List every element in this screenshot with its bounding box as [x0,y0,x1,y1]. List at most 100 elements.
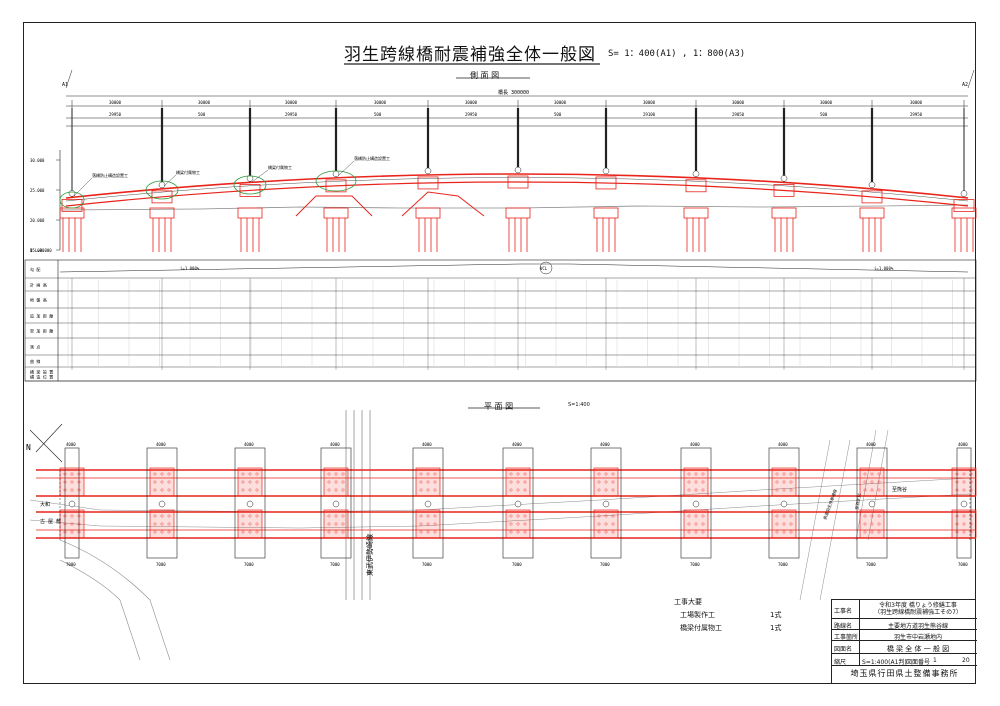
tb-project: 工事名 令和3年度 橋りょう修繕工事 （羽生跨線橋耐震補強工その7） [832,600,977,619]
footing [323,207,349,219]
plan-dim-bottom: 7000 [512,562,522,567]
rail-bracing-right [401,191,485,217]
plan-anchor [694,480,698,484]
plan-anchor [426,530,430,534]
plan-pier-number [158,500,166,508]
left-area-label: 大和 [40,501,50,508]
plan-anchor [433,522,437,526]
plan-anchor [419,488,423,492]
plan-anchor [327,472,331,476]
plan-anchor [419,522,423,526]
plan-anchor [241,480,245,484]
ground-line [59,204,969,211]
span-split-label: 500 [554,112,562,117]
plan-anchor [877,522,881,526]
plan-anchor [70,514,74,518]
plan-anchor [701,522,705,526]
plan-anchor [241,530,245,534]
footing [951,207,977,219]
plan-anchor [694,514,698,518]
plan-anchor [426,522,430,526]
plan-pier-number [424,500,432,508]
plan-anchor [863,488,867,492]
plan-anchor [523,522,527,526]
plan-anchor [955,488,959,492]
plan-anchor [962,522,966,526]
plan-anchor [167,522,171,526]
ramp-road [819,439,851,601]
title-block: 工事名 令和3年度 橋りょう修繕工事 （羽生跨線橋耐震補強工その7） 路線名 主… [831,599,977,684]
works-item: 工場製作工 1式 [680,610,781,623]
highlight-circle [315,170,357,192]
pier-cap [507,175,529,189]
plan-pier-outline [856,447,888,559]
plan-anchor [509,522,513,526]
span-split-label: 500 [198,112,206,117]
footing [683,207,709,219]
deck-bottom [65,181,969,207]
plan-dim-bottom: 7000 [330,562,340,567]
bearing-mark [692,170,700,178]
span-split-label: 29100 [643,112,656,117]
rail-bracing-left [295,195,373,217]
plan-anchor [255,522,259,526]
plan-anchor [248,514,252,518]
plan-anchor [789,488,793,492]
plan-anchor [419,514,423,518]
plan-dim-top: 4000 [156,442,166,447]
total-length: 橋長 300000 [498,89,529,96]
elev-tick-label: 25.000 [30,188,45,193]
plan-anchor [516,480,520,484]
plan-anchor [241,514,245,518]
plan-anchor [419,480,423,484]
span-length-label: 30000 [109,100,122,105]
plan-anchor [334,530,338,534]
railway-label: 東武伊勢崎線 [365,534,374,576]
plan-anchor [248,522,252,526]
plan-anchor [863,480,867,484]
plan-dim-top: 4000 [244,442,254,447]
plan-anchor [775,522,779,526]
bearing-mark [68,190,76,197]
piers [59,100,977,252]
span-length-label: 30000 [374,100,387,105]
plan-bearing-block [951,509,977,539]
plan-anchor [160,522,164,526]
plan-anchor [334,522,338,526]
plan-anchor [597,530,601,534]
plan-anchor [701,480,705,484]
plan-anchor [516,530,520,534]
footing [593,207,619,219]
tb-route: 路線名 主要地方道羽生熊谷線 [832,619,977,630]
plan-label: 平 面 図 [484,402,514,411]
plan-anchor [604,480,608,484]
plan-dim-bottom: 7000 [244,562,254,567]
plan-anchor [433,488,437,492]
plan-anchor [955,480,959,484]
plan-anchor [509,472,513,476]
plan-anchor [334,480,338,484]
plan-anchor [63,472,67,476]
plan-anchor [597,472,601,476]
bearing-mark [514,166,522,174]
plan-anchor [153,514,157,518]
pier-cap [325,179,347,193]
plan-anchor [77,522,81,526]
deck-top [65,173,969,199]
span-length-label: 30000 [910,100,923,105]
plan-anchor [962,488,966,492]
plan-anchor [694,530,698,534]
plan-anchor [341,522,345,526]
plan-anchor [327,488,331,492]
span-length-label: 30000 [732,100,745,105]
works-item-qty: 1式 [770,624,782,632]
plan-anchor [516,488,520,492]
profile-row-label: 単 加 距 離 [30,328,53,334]
plan-dim-bottom: 7000 [66,562,76,567]
plan-anchor [611,522,615,526]
plan-anchor [248,472,252,476]
plan-anchor [516,514,520,518]
plan-anchor [327,480,331,484]
plan-anchor [694,488,698,492]
